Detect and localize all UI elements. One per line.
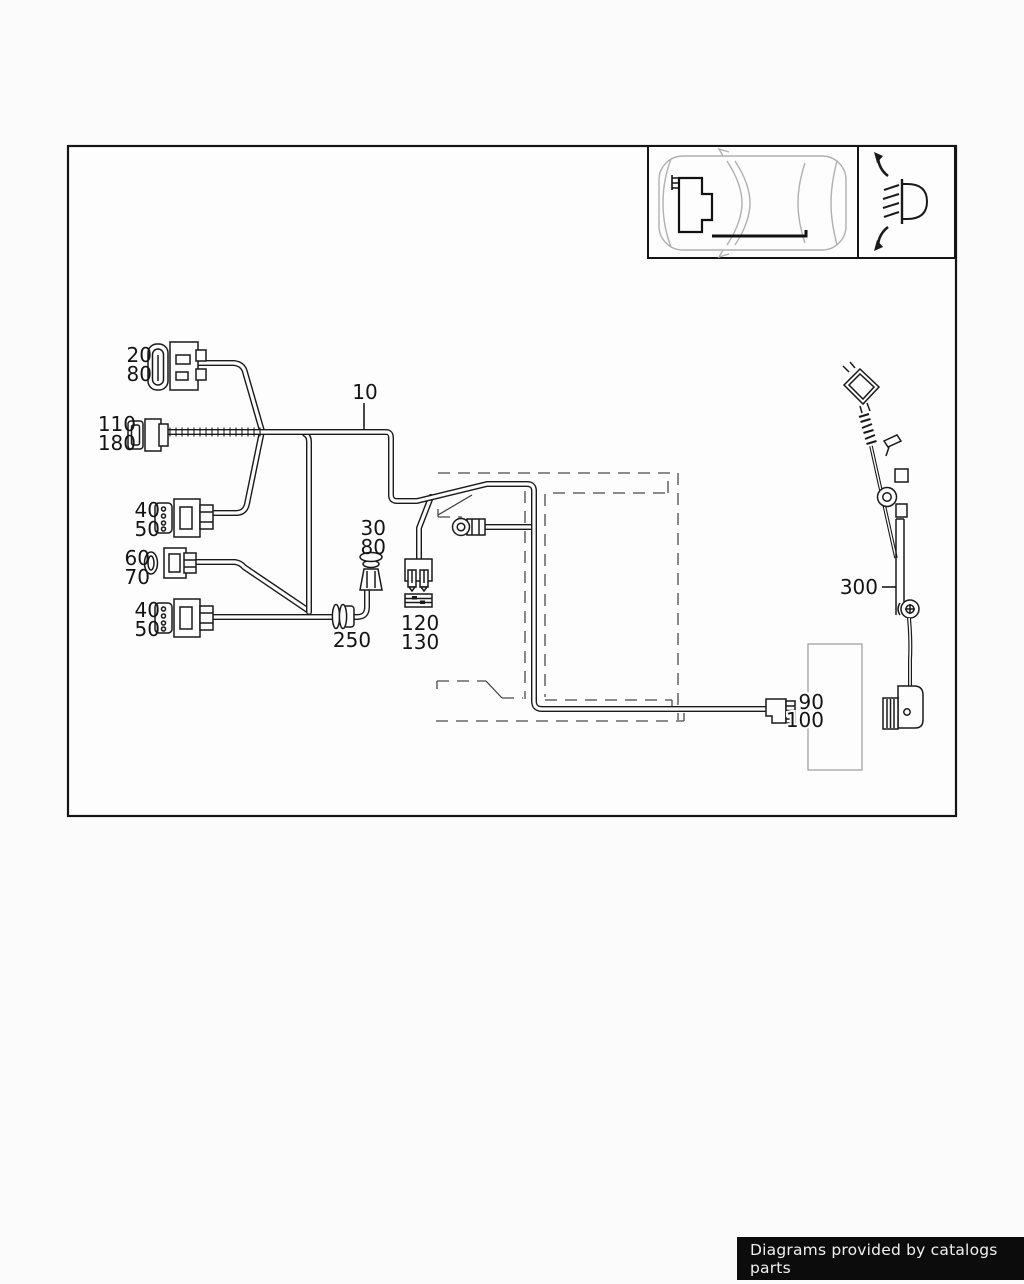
connector-90-100-icon: [765, 698, 796, 724]
grommet-250-icon: [331, 603, 355, 630]
callout-40-50-upper[interactable]: 40 50: [135, 498, 160, 541]
connector-40-50-lower-icon: [154, 598, 214, 638]
callout-label[interactable]: 70: [125, 565, 150, 589]
connector-60-70-icon: [143, 547, 197, 579]
connector-110-180-icon: [127, 418, 169, 452]
harness-location-mark: [671, 175, 808, 238]
corrugated-sleeve: [858, 413, 877, 445]
callout-label[interactable]: 90: [797, 688, 826, 716]
callout-40-50-lower[interactable]: 40 50: [135, 598, 160, 641]
callout-label[interactable]: 40: [135, 598, 160, 622]
callout-300[interactable]: 300: [840, 575, 878, 599]
callout-label[interactable]: 180: [98, 431, 136, 455]
leveling-actuator-300-icon: [842, 361, 924, 730]
callout-110-180[interactable]: 110 180: [98, 412, 136, 455]
bulb-socket-30-80-icon: [359, 551, 383, 591]
footer-text: Diagrams provided by catalogs parts: [750, 1240, 998, 1277]
connector-40-50-upper-icon: [154, 498, 214, 538]
car-location-inset: [647, 145, 956, 259]
part-highlight-box: [807, 643, 863, 771]
headlamp-beam-icon: [874, 152, 929, 251]
connector-20-80-icon: [147, 341, 207, 391]
callout-10[interactable]: 10: [352, 380, 377, 404]
ribbed-cable-section: [169, 427, 261, 437]
callout-label[interactable]: 40: [135, 498, 160, 522]
callout-label[interactable]: 60: [125, 546, 150, 570]
harness-wiring: [155, 360, 769, 712]
callout-30-80[interactable]: 30 80: [361, 516, 386, 559]
callout-label[interactable]: 20: [127, 343, 152, 367]
callout-label[interactable]: 50: [135, 617, 160, 641]
callout-20-80[interactable]: 20 80: [127, 343, 152, 386]
callout-label[interactable]: 80: [127, 362, 152, 386]
callout-label[interactable]: 50: [135, 517, 160, 541]
callout-250[interactable]: 250: [333, 628, 371, 652]
callout-label[interactable]: 80: [361, 535, 386, 559]
callout-label[interactable]: 30: [361, 516, 386, 540]
body-panel-contour: [436, 472, 685, 722]
callout-label[interactable]: 130: [401, 630, 439, 654]
callout-label[interactable]: 120: [401, 611, 439, 635]
footer-attribution-bar: Diagrams provided by catalogs parts: [737, 1237, 1024, 1280]
connector-120-130-icon: [404, 558, 433, 608]
callout-90-100[interactable]: 90 100: [784, 688, 826, 734]
callout-label[interactable]: 110: [98, 412, 136, 436]
callout-label[interactable]: 100: [784, 706, 826, 734]
inset-frame: [647, 145, 956, 259]
car-top-view-icon: [658, 147, 847, 259]
callout-60-70[interactable]: 60 70: [125, 546, 150, 589]
ring-terminal-icon: [451, 517, 486, 537]
callout-120-130[interactable]: 120 130: [401, 611, 439, 654]
